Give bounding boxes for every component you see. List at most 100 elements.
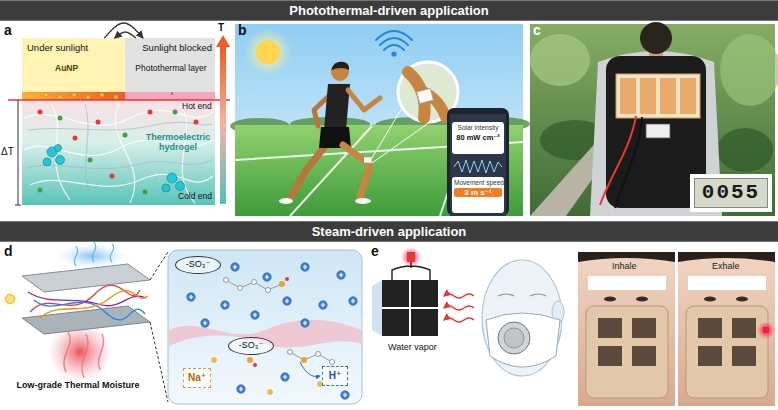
mask-photo [678, 252, 775, 262]
polymer-chain [224, 278, 229, 283]
gold-nanoparticle [86, 95, 90, 99]
polymer-chain [285, 277, 289, 281]
banner-title: Steam-driven application [0, 222, 778, 241]
steam-device-scheme [40, 291, 148, 318]
ion-dot [88, 158, 93, 163]
mask-photo [757, 321, 775, 339]
runner-figure [343, 145, 370, 197]
gold-nanoparticle [44, 93, 48, 97]
steam-device-scheme [82, 334, 88, 378]
mask-photo [598, 318, 622, 338]
mask-photo [588, 276, 666, 290]
steam-device-scheme [64, 332, 70, 372]
part-label: Cold end [178, 192, 212, 202]
polymer-chain [224, 277, 335, 367]
panel-letter: c [533, 22, 541, 38]
ion-dot [173, 110, 178, 115]
phone-readout: Movement speed3 m s⁻¹ [452, 177, 504, 213]
zoom-inset [372, 122, 430, 163]
steam-device-scheme [1, 242, 362, 404]
ion-dot [73, 136, 78, 141]
panel-letter: d [4, 243, 13, 259]
polymer-chain [316, 352, 321, 357]
steam-device-scheme [300, 362, 320, 376]
ion-dot [110, 174, 115, 179]
panel-letter: b [238, 22, 247, 38]
thermoelectric-hydrogel-scheme [22, 100, 215, 205]
cation-symbol [301, 319, 309, 327]
ion-box: H⁺ [322, 366, 348, 386]
wifi-symbol [384, 45, 404, 50]
backpack-photo [620, 78, 696, 114]
cation-symbol [281, 373, 289, 381]
smart-mask-scheme [444, 318, 474, 322]
smart-mask-scheme [372, 247, 564, 376]
backpack-photo [690, 174, 772, 212]
smart-mask-scheme [372, 280, 382, 336]
sodium-dot [268, 390, 273, 395]
smart-mask-scheme [498, 322, 530, 354]
cation-symbol [251, 311, 259, 319]
cation-symbol [187, 263, 357, 399]
polymer-chain [266, 288, 271, 293]
mask-photo [604, 297, 616, 302]
backpack-photo [640, 78, 656, 114]
zoom-inset [372, 62, 458, 163]
cation-symbol [349, 297, 357, 305]
polymer-chain [238, 286, 243, 291]
ion-dot [38, 188, 43, 193]
mask-photo [578, 252, 775, 406]
thermoelectric-hydrogel-scheme [216, 35, 230, 47]
molecule-cluster [55, 145, 62, 152]
polymer-chain [253, 363, 257, 367]
mask-photo [686, 306, 768, 398]
lcd-digits: 0055 [695, 179, 767, 207]
cation-symbol [337, 271, 345, 279]
cation-symbol [283, 297, 291, 305]
lcd-display: 0055 [694, 178, 768, 208]
ion-dot [58, 116, 63, 121]
polymer-chain [330, 360, 335, 365]
running-scene [290, 126, 372, 216]
steam-device-scheme [74, 242, 113, 266]
part-label: Hot end [182, 102, 212, 112]
runner-figure [348, 90, 380, 110]
thermoelectric-hydrogel-scheme [18, 100, 19, 205]
steam-device-scheme [150, 322, 168, 402]
phone [450, 114, 506, 216]
running-scene [244, 28, 292, 76]
gold-nanoparticle [30, 94, 34, 98]
state-label: Inhale [612, 261, 637, 271]
steam-device-scheme [22, 306, 150, 334]
backpack-photo [640, 22, 672, 54]
thermoelectric-hydrogel-scheme [28, 122, 212, 130]
phone [447, 108, 509, 216]
smart-mask-scheme [486, 313, 560, 367]
gold-nanoparticle [114, 95, 118, 99]
backpack-photo [530, 34, 590, 86]
ion-dot [123, 133, 128, 138]
part-label: AuNP [55, 64, 78, 74]
runner-figure [279, 62, 380, 204]
mask-photo [632, 346, 656, 366]
backpack-photo [616, 74, 700, 118]
thermoelectric-hydrogel-scheme [8, 35, 230, 205]
backpack-photo [717, 128, 773, 172]
backpack-photo [646, 124, 670, 138]
panel-letter: a [4, 22, 12, 38]
polymer-chain [279, 281, 285, 287]
thermoelectric-hydrogel-scheme [24, 102, 213, 203]
mask-photo [736, 297, 748, 302]
axis-label: T [218, 22, 224, 34]
mask-photo [763, 327, 769, 333]
polymer-chain [226, 280, 282, 290]
molecule-cluster [167, 173, 177, 183]
smart-mask-scheme [482, 260, 562, 376]
smart-mask-scheme [504, 328, 524, 348]
ion-dot [143, 190, 148, 195]
runner-figure [364, 157, 372, 163]
backpack-photo [660, 78, 676, 114]
runner-figure [290, 140, 330, 198]
